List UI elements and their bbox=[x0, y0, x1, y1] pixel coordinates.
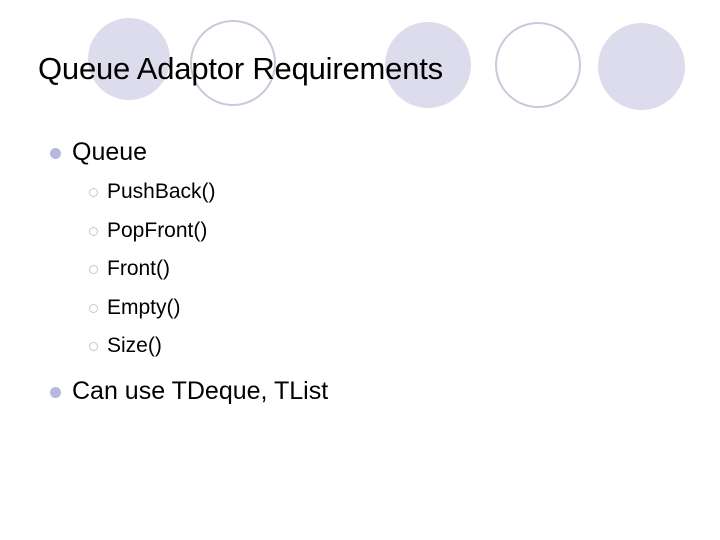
hollow-ring-bullet-icon bbox=[89, 188, 98, 197]
list-item-label: Front() bbox=[107, 257, 170, 280]
list-item: Empty() bbox=[0, 289, 720, 328]
filled-dot-bullet-icon bbox=[50, 148, 61, 159]
page-title: Queue Adaptor Requirements bbox=[38, 51, 443, 86]
list-item-label: Queue bbox=[72, 138, 148, 166]
filled-dot-bullet-icon bbox=[50, 386, 61, 398]
hollow-ring-bullet-icon bbox=[89, 226, 98, 236]
list-item: Size() bbox=[0, 327, 720, 366]
list-item-label: PopFront() bbox=[107, 218, 208, 242]
list-item-label: PushBack() bbox=[107, 180, 216, 203]
list-item: Queue bbox=[0, 133, 720, 173]
list-item-label: Empty() bbox=[107, 295, 181, 319]
list-item-label: Size() bbox=[107, 334, 162, 357]
list-item-label: Can use TDeque, TList bbox=[72, 376, 329, 405]
list-item: Front() bbox=[0, 250, 720, 289]
hollow-ring-bullet-icon bbox=[89, 342, 98, 351]
list-item: PushBack() bbox=[0, 173, 720, 212]
hollow-ring-bullet-icon bbox=[89, 303, 98, 313]
list-item: PopFront() bbox=[0, 212, 720, 251]
list-item: Can use TDeque, TList bbox=[0, 372, 720, 412]
hollow-ring-bullet-icon bbox=[89, 265, 98, 274]
